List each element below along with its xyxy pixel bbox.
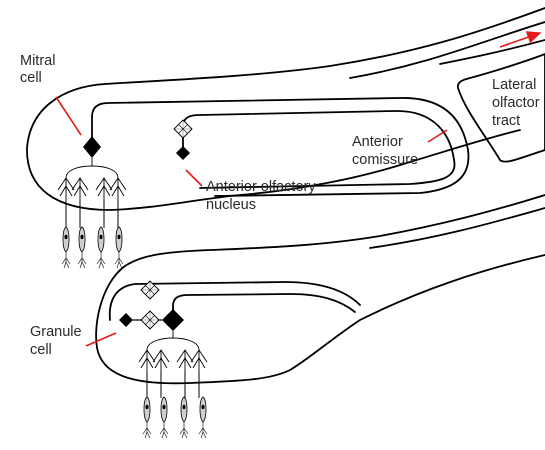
aon-pointer — [185, 169, 203, 187]
ac-pointer — [427, 129, 448, 143]
pointer-lines — [55, 31, 542, 347]
lower-cell-body-1 — [142, 396, 152, 439]
lot-label-line1: Lateral — [492, 77, 536, 93]
ac-label-line2: comissure — [352, 152, 418, 168]
aon-inhibitory-synapse — [173, 119, 193, 139]
granule-pointer — [85, 332, 117, 347]
ac-label-line1: Anterior — [352, 134, 403, 150]
lower-granule-circuit — [119, 280, 208, 439]
mitral-label-line2: cell — [20, 70, 42, 86]
direction-arrow-icon — [499, 31, 542, 48]
mitral-synapse-diamond — [83, 136, 101, 158]
lower-dendritic-tree — [138, 331, 208, 372]
granule-synapse-diamond — [119, 313, 133, 327]
aon-synapse-diamond — [176, 146, 190, 160]
lower-inhibitory-synapse-mid — [140, 310, 160, 330]
upper-cell-body-2 — [77, 226, 87, 269]
lower-cell-body-4 — [198, 396, 208, 439]
lower-bulb-outline — [95, 194, 545, 385]
upper-cell-body-1 — [61, 226, 71, 269]
upper-cell-body-3 — [96, 226, 106, 269]
mitral-pointer — [55, 96, 82, 136]
lower-cell-body-3 — [179, 396, 189, 439]
granule-label-line1: Granule — [30, 324, 82, 340]
lot-label-line2: olfactor — [492, 95, 540, 111]
granule-label-line2: cell — [30, 342, 52, 358]
lot-label-line3: tract — [492, 113, 520, 129]
upper-cell-body-4 — [114, 226, 124, 269]
upper-mitral-circuit — [57, 119, 193, 269]
labels: Mitral cell Anterior olfactory nucleus A… — [20, 53, 540, 358]
upper-bulb-outline — [26, 7, 545, 211]
mitral-label-line1: Mitral — [20, 53, 55, 69]
anterior-comissure-fibers — [91, 97, 470, 197]
aon-label-line2: nucleus — [206, 197, 256, 213]
upper-dendritic-tree — [57, 158, 127, 200]
aon-label-line1: Anterior olfactory — [206, 179, 316, 195]
lower-cell-body-2 — [159, 396, 169, 439]
lower-excitatory-diamond — [162, 309, 184, 331]
